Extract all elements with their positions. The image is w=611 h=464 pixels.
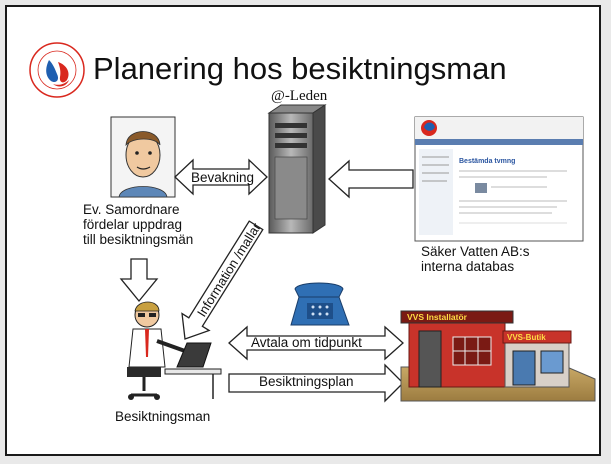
database-screenshot: Bestämda tvmng [414,116,584,242]
information-arrow-label: Information /mallar [194,220,264,320]
besiktningsplan-arrow [228,363,404,403]
database-label: Säker Vatten AB:s interna databas [421,244,530,274]
database-heading: Bestämda tvmng [459,158,515,165]
diagram-canvas: Bestämda tvmng Information /mallar [110,104,596,403]
inspector-figure [127,301,222,400]
installer-sign: VVS Installatör [407,312,468,322]
slide: Planering hos besiktningsman [5,5,601,456]
server-tower [267,104,327,234]
telephone-icon [290,282,350,326]
database-label-line-2: interna databas [421,259,515,274]
bevakning-label: Bevakning [191,170,255,185]
vvs-shop-building: VVS Installatör VVS-Butik [400,310,596,402]
avtala-label: Avtala om tidpunkt [251,335,362,350]
coordinator-down-arrow [119,258,159,303]
database-label-line-1: Säker Vatten AB:s [421,244,530,259]
coordinator-label-line-2: fördelar uppdrag [83,217,183,232]
coordinator-label-line-1: Ev. Samordnare [83,202,180,217]
bevakning-arrow [174,158,268,196]
saker-vatten-logo [27,40,87,100]
server-label: @-Leden [271,88,328,104]
coordinator-label-line-3: till besiktningsmän [83,232,194,247]
coordinator-portrait [110,116,176,198]
avtala-arrow [228,325,404,361]
besiktningsplan-label: Besiktningsplan [259,374,354,389]
shop-sign: VVS-Butik [507,333,546,342]
coordinator-label: Ev. Samordnare fördelar uppdrag till bes… [83,202,193,247]
page-title: Planering hos besiktningsman [93,51,507,86]
inspector-label: Besiktningsman [115,409,211,424]
database-to-server-arrow [328,159,414,199]
